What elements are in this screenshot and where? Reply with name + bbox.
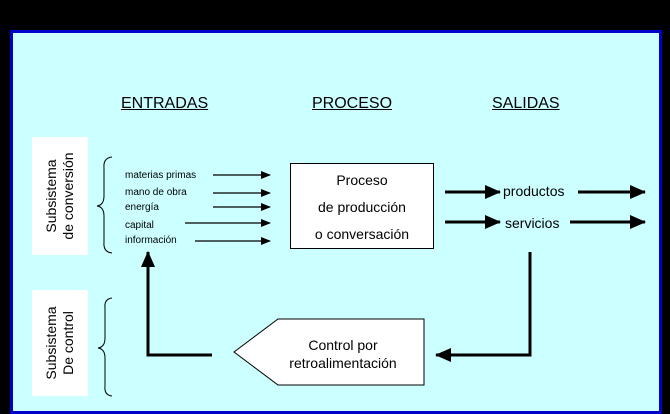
feedback-control-line-1: Control por — [308, 337, 378, 353]
control-brace — [97, 297, 113, 397]
input-label: energía — [125, 202, 159, 213]
input-label: información — [125, 235, 177, 246]
process-line-1: Proceso — [336, 172, 388, 188]
heading-inputs: ENTRADAS — [121, 95, 209, 112]
process-line-2: de producción — [318, 199, 406, 215]
heading-outputs: SALIDAS — [492, 95, 560, 112]
input-label: capital — [125, 220, 154, 231]
feedback-control-box — [233, 318, 425, 386]
output-label-services: servicios — [505, 215, 560, 231]
input-label: materias primas — [125, 170, 197, 181]
feedback-input-arrow — [141, 251, 212, 357]
feedback-control-label: Control por retroalimentación — [278, 336, 408, 372]
control-subsystem-box: Subsistema De control — [32, 290, 88, 396]
process-box: Proceso de producción o conversación — [290, 163, 434, 249]
heading-process: PROCESO — [312, 95, 393, 112]
feedback-control-line-2: retroalimentación — [289, 355, 397, 371]
process-line-3: o conversación — [314, 226, 410, 242]
input-label: mano de obra — [125, 187, 187, 198]
conversion-brace — [96, 156, 113, 254]
output-label-products: productos — [503, 183, 565, 199]
conversion-subsystem-box: Subsistema de conversión — [32, 137, 88, 255]
feedback-return-arrow — [435, 252, 532, 362]
